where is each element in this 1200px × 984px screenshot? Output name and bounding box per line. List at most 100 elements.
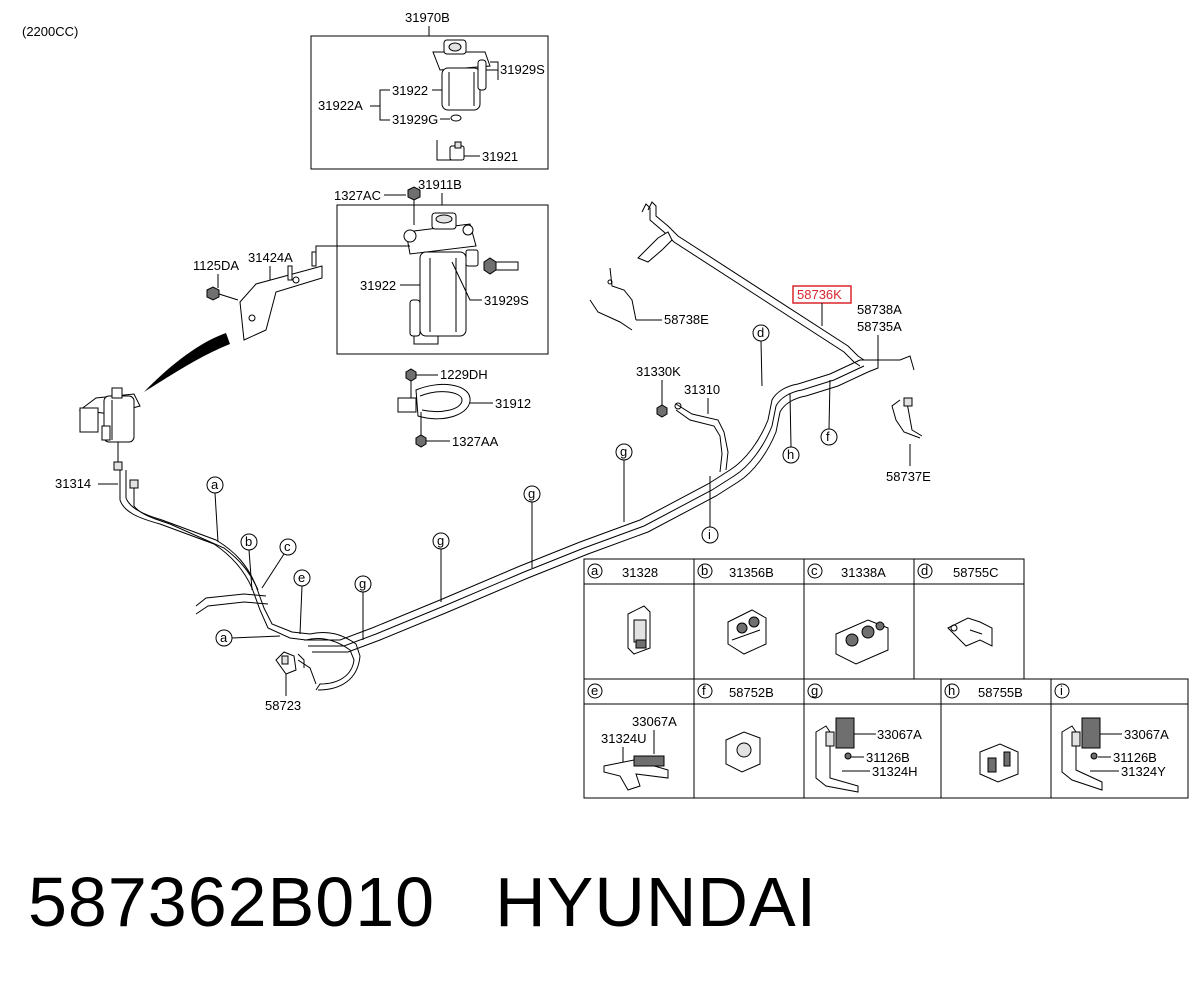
legend-part[interactable]: 31338A: [841, 565, 886, 580]
clip-letter-a-2[interactable]: a: [220, 630, 228, 645]
clip-letter-d[interactable]: d: [757, 325, 764, 340]
callout-31929S-mid[interactable]: 31929S: [484, 293, 529, 308]
legend-subpart[interactable]: 31324U: [601, 731, 647, 746]
callout-31911B[interactable]: 31911B: [418, 177, 462, 192]
fuel-filter-icon: [432, 39, 499, 111]
clip-letter-b[interactable]: b: [245, 534, 252, 549]
hose-58738E: 58738E: [589, 267, 709, 331]
bracket-plate-icon: [239, 265, 323, 341]
callout-1229DH[interactable]: 1229DH: [440, 367, 488, 382]
clip-letter-e[interactable]: e: [298, 570, 305, 585]
callout-31922-top[interactable]: 31922: [392, 83, 428, 98]
nut-icon: [407, 186, 421, 225]
legend-cell-d: d 58755C: [917, 563, 999, 647]
callout-31314[interactable]: 31314: [55, 476, 91, 491]
part-number: 587362B010: [28, 863, 436, 941]
legend-subpart[interactable]: 31126B: [866, 750, 910, 765]
legend-letter: h: [948, 683, 955, 698]
callout-58738E[interactable]: 58738E: [664, 312, 709, 327]
clip-letter-g-3[interactable]: g: [528, 486, 535, 501]
nut-icon: [415, 434, 427, 448]
clip-letter-g-2[interactable]: g: [437, 533, 444, 548]
callout-58723[interactable]: 58723: [265, 698, 301, 713]
clip-31356B-icon: [727, 609, 767, 655]
callout-58736K[interactable]: 58736K: [797, 287, 842, 302]
legend-letter: i: [1060, 683, 1063, 698]
bracket-58755C-icon: [947, 617, 993, 647]
legend-subpart[interactable]: 33067A: [877, 727, 922, 742]
callout-58735A[interactable]: 58735A: [857, 319, 902, 334]
nut-icon: [656, 404, 668, 418]
bracket-assembly-i-icon: [1061, 717, 1103, 791]
callout-31970B[interactable]: 31970B: [405, 10, 450, 25]
clip-31338A-icon: [835, 619, 889, 665]
legend-part[interactable]: 31356B: [729, 565, 774, 580]
legend-subpart[interactable]: 33067A: [632, 714, 677, 729]
legend-letter: d: [921, 563, 928, 578]
legend-part[interactable]: 58752B: [729, 685, 774, 700]
legend-cell-h: h 58755B: [944, 683, 1023, 783]
callout-58737E[interactable]: 58737E: [886, 469, 931, 484]
clip-31328-icon: [627, 605, 651, 655]
fuel-filter-assembly: 31911B 1327AC 31922 31929S: [334, 177, 549, 355]
legend-cell-i: i 33067A 31126B 31324Y: [1054, 683, 1169, 791]
kit-box-mid: [336, 204, 549, 355]
legend-subpart[interactable]: 31324H: [872, 764, 918, 779]
callout-1327AC[interactable]: 1327AC: [334, 188, 381, 203]
legend-letter: e: [591, 683, 598, 698]
feed-tube-31310: 31330K 31310: [636, 364, 729, 473]
bracket-assembly-g-icon: [815, 717, 859, 793]
highlighted-part-58736K: 58736K 58738A 58735A: [792, 285, 902, 358]
clip-letter-h[interactable]: h: [787, 447, 794, 462]
legend-letter: b: [701, 563, 708, 578]
o-ring-icon: [450, 114, 462, 122]
legend-part[interactable]: 58755C: [953, 565, 999, 580]
callout-31330K[interactable]: 31330K: [636, 364, 681, 379]
legend-subpart[interactable]: 31324Y: [1121, 764, 1166, 779]
legend-subpart[interactable]: 31126B: [1113, 750, 1157, 765]
clip-letter-g-4[interactable]: g: [620, 444, 627, 459]
clip-58752B-icon: [725, 731, 761, 773]
callout-58738A[interactable]: 58738A: [857, 302, 902, 317]
drain-bolt-icon: [483, 257, 519, 275]
bolt-icon: [405, 368, 417, 382]
callout-31929S-top[interactable]: 31929S: [500, 62, 545, 77]
legend-cell-e: e 33067A 31324U: [587, 683, 677, 791]
clip-letter-i[interactable]: i: [708, 527, 711, 542]
callout-31922-mid[interactable]: 31922: [360, 278, 396, 293]
filter-housing-icon: [403, 212, 479, 345]
legend-cell-f: f 58752B: [697, 683, 774, 773]
main-fuel-lines: [119, 359, 869, 691]
hose-58737E: 58737E: [886, 397, 931, 484]
callout-31929G[interactable]: 31929G: [392, 112, 438, 127]
kit-box-top: [310, 35, 549, 170]
clip-letter-a[interactable]: a: [211, 477, 219, 492]
clip-letter-c[interactable]: c: [284, 539, 291, 554]
clip-legend-table: a 31328 b 31356B c 31338A: [583, 558, 1189, 799]
legend-part[interactable]: 58755B: [978, 685, 1023, 700]
legend-part[interactable]: 31328: [622, 565, 658, 580]
legend-letter: f: [702, 683, 706, 698]
engine-note: (2200CC): [22, 24, 78, 39]
callout-31922A[interactable]: 31922A: [318, 98, 363, 113]
callout-1125DA[interactable]: 1125DA: [193, 258, 239, 273]
callout-1327AA[interactable]: 1327AA: [452, 434, 499, 449]
clip-letter-g-1[interactable]: g: [359, 576, 366, 591]
legend-subpart[interactable]: 33067A: [1124, 727, 1169, 742]
legend-cell-g: g 33067A 31126B 31324H: [807, 683, 922, 793]
callout-31912[interactable]: 31912: [495, 396, 531, 411]
mounting-bracket: 1125DA 31424A: [193, 245, 410, 341]
callout-31424A[interactable]: 31424A: [248, 250, 293, 265]
clip-letter-f[interactable]: f: [826, 429, 830, 444]
legend-cell-b: b 31356B: [697, 563, 774, 655]
assembly-arrow-icon: [144, 333, 230, 392]
engine-fuel-filter: [78, 387, 141, 489]
callout-31310[interactable]: 31310: [684, 382, 720, 397]
filter-clamp: 1229DH 31912 1327AA: [397, 367, 531, 449]
sensor-connector-icon: [436, 140, 465, 161]
clip-58755B-icon: [979, 743, 1019, 783]
callout-31921[interactable]: 31921: [482, 149, 518, 164]
legend-letter: g: [811, 683, 818, 698]
